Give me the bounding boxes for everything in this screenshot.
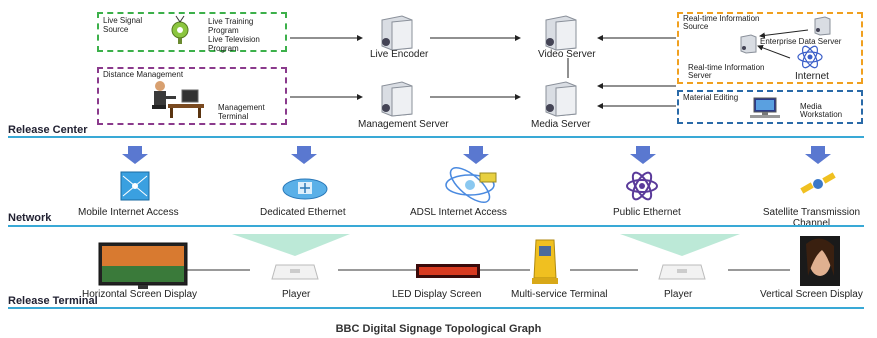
down-arrow-1 (122, 146, 148, 164)
live-training-program-label: Live Training Program (208, 17, 254, 35)
release-terminal-title: Release Terminal (8, 295, 98, 307)
distance-management-label: Distance Management (103, 70, 184, 79)
network-item-adsl: ADSL Internet Access (410, 207, 507, 218)
down-arrow-4 (630, 146, 656, 164)
person-at-desk-icon (152, 81, 204, 118)
material-editing-label: Material Editing (683, 93, 739, 102)
material-editing-box (677, 90, 863, 124)
down-arrow-2 (291, 146, 317, 164)
release-center-title: Release Center (8, 124, 88, 136)
network-item-dedicated-ethernet: Dedicated Ethernet (260, 207, 346, 218)
arrow-internet-to-rtserver (757, 44, 791, 59)
down-arrow-3 (463, 146, 489, 164)
network-item-public-ethernet: Public Ethernet (613, 207, 681, 218)
live-television-program-label: Live Television Program (208, 35, 260, 53)
live-signal-source-label: Live Signal Source (103, 16, 143, 34)
dedicated-ethernet-icon (282, 178, 328, 200)
release-center-connectors (290, 29, 809, 109)
internet-icon (797, 45, 823, 69)
terminal-item-led-display: LED Display Screen (392, 289, 482, 300)
realtime-info-server-icon (740, 34, 757, 54)
terminal-item-player-1: Player (282, 289, 311, 300)
media-server-icon (545, 81, 577, 117)
distance-management-box (97, 67, 287, 125)
player-2-icon (658, 264, 706, 280)
network-item-satellite: Satellite Transmission Channel (762, 207, 861, 229)
down-arrow-5 (805, 146, 831, 164)
media-workstation-label: Media Workstation (800, 102, 843, 119)
internet-label: Internet (795, 71, 829, 82)
video-server-label: Video Server (538, 49, 596, 60)
terminal-item-multi-service: Multi-service Terminal (511, 289, 608, 300)
player-1-signal-beam (232, 234, 350, 256)
realtime-info-server-label: Real-time Information Server (688, 63, 765, 80)
video-server-icon (545, 15, 577, 51)
release-terminal-connectors (186, 234, 790, 271)
terminal-item-player-2: Player (664, 289, 693, 300)
release-terminal-rule (8, 307, 864, 309)
live-signal-source-box (97, 12, 287, 52)
player-2-signal-beam (620, 234, 740, 256)
network-rule (8, 225, 864, 227)
horizontal-screen-display-icon (98, 242, 188, 289)
vertical-screen-display-icon (800, 236, 840, 286)
multi-service-terminal-icon (532, 239, 558, 284)
arrow-enterprise-to-rtserver (759, 29, 809, 39)
management-terminal-label: Management Terminal (218, 103, 265, 121)
management-server-label: Management Server (358, 119, 449, 130)
live-encoder-server-icon (381, 15, 413, 51)
media-server-label: Media Server (531, 119, 591, 130)
network-item-mobile-internet: Mobile Internet Access (78, 207, 179, 218)
terminal-item-vertical-screen: Vertical Screen Display (760, 289, 863, 300)
adsl-internet-icon (445, 167, 497, 203)
satellite-dish-icon (171, 15, 189, 44)
management-server-icon (381, 81, 413, 117)
enterprise-data-server-label: Enterprise Data Server (760, 37, 842, 46)
satellite-icon (800, 172, 836, 194)
terminal-item-horizontal-screen: Horizontal Screen Display (82, 289, 198, 300)
enterprise-data-server-icon (814, 16, 831, 36)
led-display-screen-icon (416, 264, 480, 278)
diagram-caption: BBC Digital Signage Topological Graph (335, 323, 542, 335)
realtime-info-source-label: Real-time Information Source (683, 14, 760, 31)
network-title: Network (8, 212, 52, 224)
release-center-rule (8, 136, 864, 138)
realtime-info-box (677, 12, 863, 84)
player-1-icon (271, 264, 319, 280)
mobile-internet-icon (120, 171, 150, 201)
media-workstation-icon (750, 97, 780, 118)
network-down-arrows (122, 146, 831, 164)
public-ethernet-icon (626, 171, 658, 201)
live-encoder-label: Live Encoder (370, 49, 429, 60)
